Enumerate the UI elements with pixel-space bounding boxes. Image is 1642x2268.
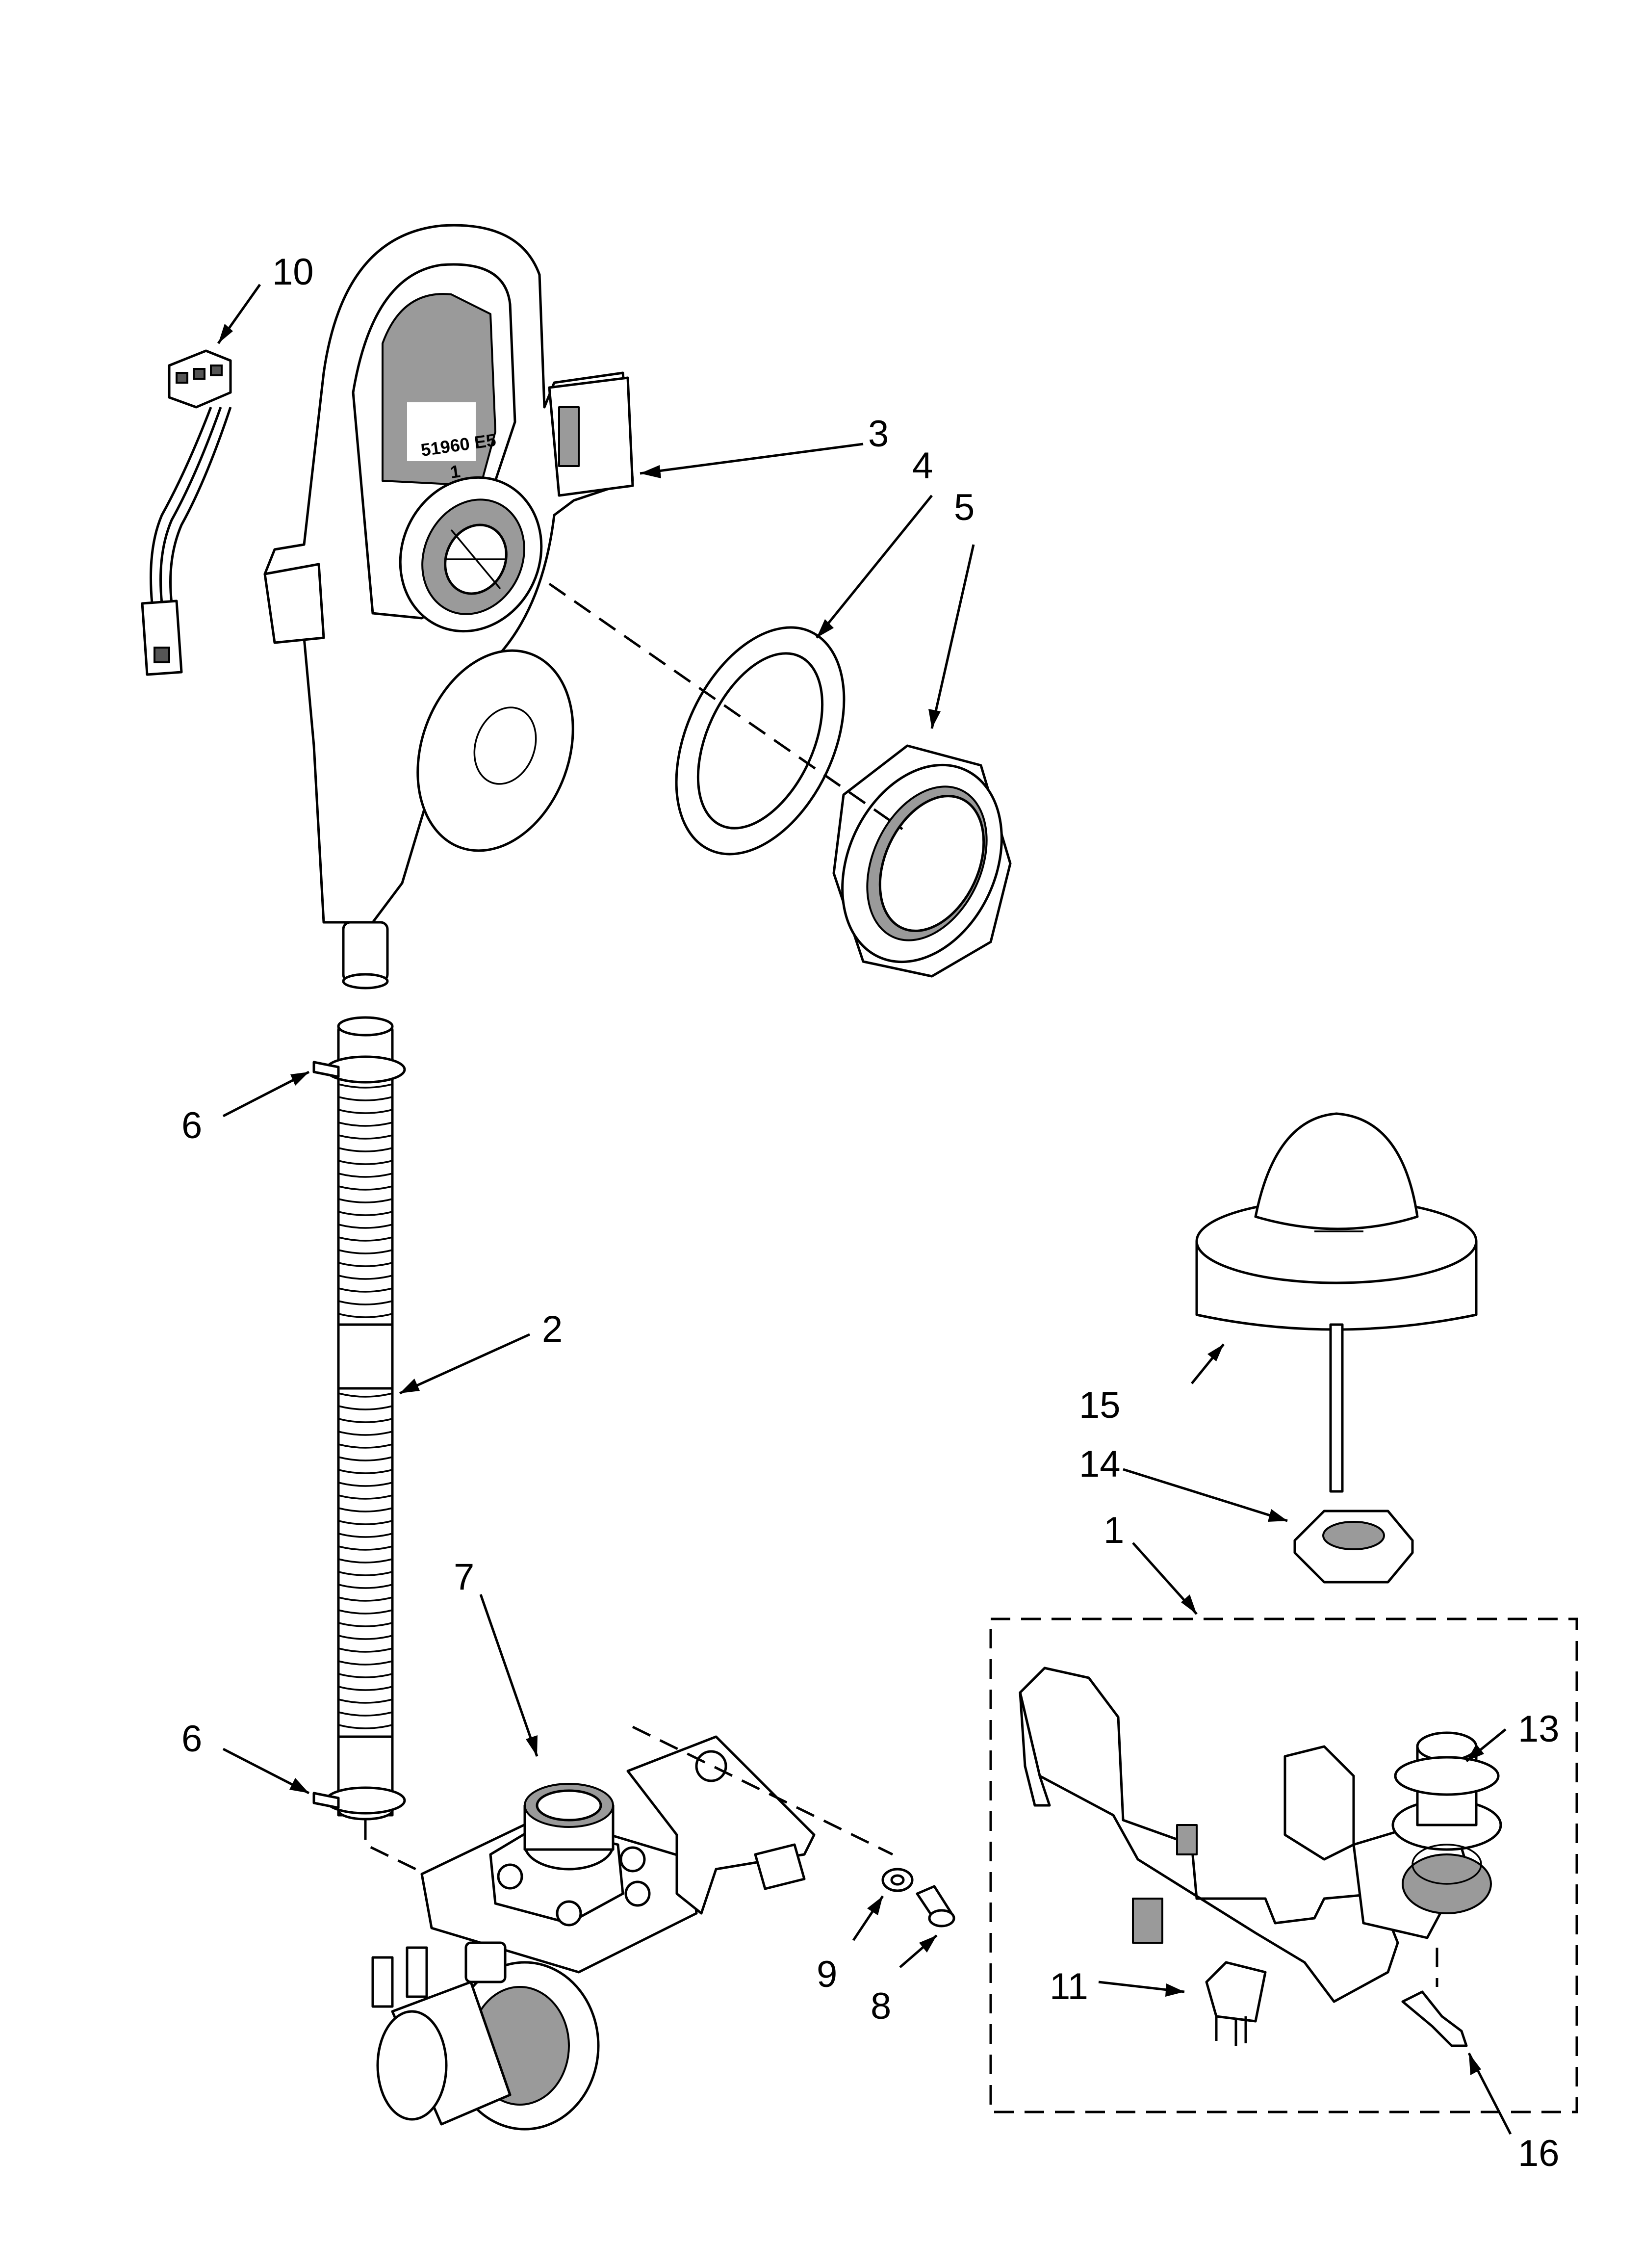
hose-rib: [338, 1558, 393, 1564]
callout-11: 11: [1050, 1966, 1088, 2007]
hose-rib: [338, 1275, 393, 1280]
hose-rib: [338, 1622, 393, 1627]
lever-part-16: [1401, 1990, 1468, 2047]
float-switch-assembly-box-part-1: [989, 1617, 1578, 2113]
leader-lines: [217, 284, 1512, 2135]
callout-16: 16: [1518, 2133, 1560, 2174]
gasket-part-4: [675, 626, 846, 856]
callout-2: 2: [542, 1308, 563, 1350]
hose-rib: [338, 1698, 393, 1704]
callout-15: 15: [1079, 1384, 1121, 1426]
screw-part-8: [916, 1885, 955, 1928]
hose-rib: [338, 1545, 393, 1551]
callout-8: 8: [871, 1985, 891, 2027]
hose-rib: [338, 1647, 393, 1653]
hose-rib: [338, 1533, 393, 1538]
callout-9: 9: [817, 1954, 837, 1995]
hose-rib: [338, 1711, 393, 1717]
callout-6-lower: 6: [181, 1718, 202, 1760]
hose-rib: [338, 1609, 393, 1615]
callout-4: 4: [912, 445, 933, 487]
micro-switch-part-11: [1205, 1961, 1267, 2046]
hose-rib: [338, 1134, 393, 1140]
hose-rib: [338, 1300, 393, 1305]
hose-rib: [338, 1596, 393, 1602]
corrugated-hose-part-2: [337, 1016, 394, 1821]
hose-rib: [338, 1121, 393, 1127]
float-stem-housing-part-13: [1391, 1731, 1502, 1914]
hose-rib: [338, 1431, 393, 1436]
callout-numbers: 10 3 4 5 6 2 15 14 1 7 13 6 11 9 8 16: [181, 251, 1560, 2174]
hose-rib: [338, 1686, 393, 1691]
hose-rib: [338, 1520, 393, 1525]
washer-part-9: [881, 1868, 914, 1892]
callout-13: 13: [1518, 1708, 1560, 1750]
nut-part-5: [832, 744, 1012, 978]
hose-rib: [338, 1211, 393, 1216]
hose-rib: [338, 1673, 393, 1678]
hose-rib: [338, 1469, 393, 1474]
hose-rib: [338, 1147, 393, 1152]
hose-rib: [338, 1287, 393, 1293]
hose-rib: [338, 1313, 393, 1318]
callout-5: 5: [954, 487, 975, 528]
hose-rib: [338, 1392, 393, 1398]
callout-3: 3: [868, 413, 889, 455]
hose-rib: [338, 1660, 393, 1666]
wire-harness-part-10: [141, 349, 232, 676]
hose-clamp-lower-part-6: [312, 1786, 406, 1815]
callout-10: 10: [272, 251, 314, 293]
hose-rib: [338, 1160, 393, 1165]
hose-rib: [338, 1083, 393, 1089]
hose-rib: [338, 1096, 393, 1101]
hose-rib: [338, 1482, 393, 1487]
callout-14: 14: [1079, 1443, 1121, 1485]
hose-rib: [338, 1571, 393, 1576]
float-part-15: [1195, 1112, 1478, 1493]
callout-6-upper: 6: [181, 1105, 202, 1147]
hose-rib: [338, 1173, 393, 1178]
hose-clamp-upper-part-6: [312, 1055, 406, 1084]
hose-rib: [338, 1418, 393, 1423]
hose-rib: [338, 1198, 393, 1203]
hex-nut-part-14: [1293, 1510, 1414, 1584]
hose-rib: [338, 1494, 393, 1500]
hose-rib: [338, 1262, 393, 1267]
hose-rib: [338, 1507, 393, 1512]
vent-housing-part-3: 51960 E5 1: [263, 224, 634, 990]
inlet-valve-part-7: [371, 1735, 816, 2131]
callout-7: 7: [454, 1556, 474, 1598]
hose-rib: [338, 1249, 393, 1254]
callout-1: 1: [1103, 1510, 1124, 1551]
hose-rib: [338, 1724, 393, 1729]
hose-rib: [338, 1635, 393, 1640]
hose-rib: [338, 1584, 393, 1589]
hose-rib: [338, 1456, 393, 1461]
hose-rib: [338, 1405, 393, 1410]
hose-rib: [338, 1224, 393, 1229]
hose-rib: [338, 1443, 393, 1449]
hose-rib: [338, 1236, 393, 1242]
hose-rib: [338, 1185, 393, 1191]
hose-rib: [338, 1109, 393, 1114]
